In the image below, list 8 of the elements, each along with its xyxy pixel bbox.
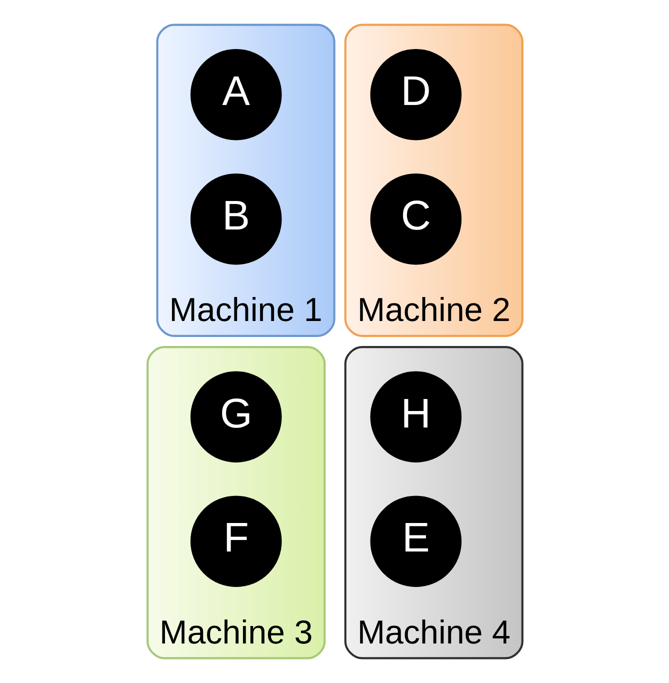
node-circle: B (190, 173, 282, 265)
node-circle: G (190, 371, 282, 463)
node-circle: A (190, 48, 282, 140)
node-circle: H (370, 371, 462, 463)
node-circle: E (370, 496, 462, 587)
node-circle: F (190, 496, 282, 587)
node-circle: C (370, 173, 462, 265)
node-circle: D (370, 48, 462, 140)
